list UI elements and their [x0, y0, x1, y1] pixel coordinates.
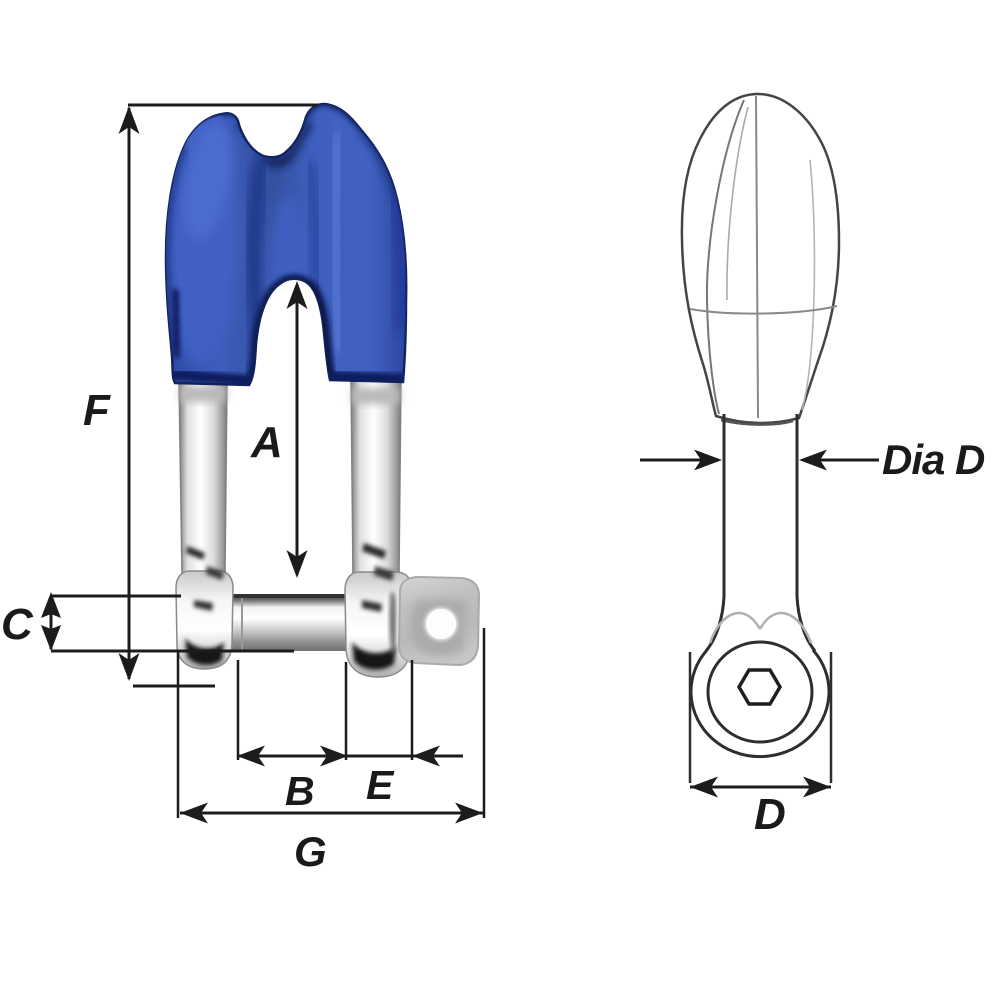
svg-text:G: G [294, 828, 327, 875]
svg-text:F: F [83, 386, 111, 435]
svg-text:E: E [366, 762, 395, 808]
svg-text:C: C [1, 600, 34, 649]
svg-text:B: B [285, 768, 315, 814]
svg-text:Dia D: Dia D [882, 436, 985, 483]
svg-text:A: A [250, 418, 283, 467]
svg-text:D: D [754, 790, 786, 839]
